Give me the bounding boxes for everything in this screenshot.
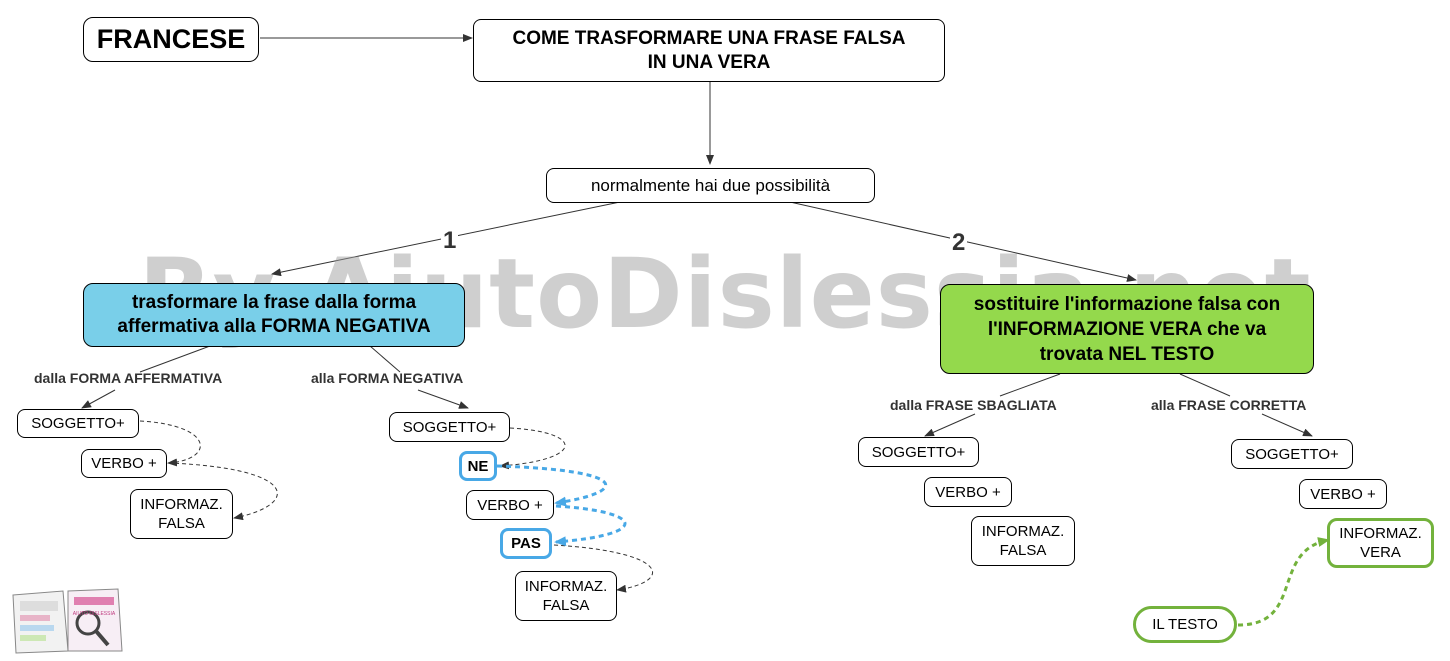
node-title[interactable]: COME TRASFORMARE UNA FRASE FALSA IN UNA … — [473, 19, 945, 82]
node-n-verbo[interactable]: VERBO + — [466, 490, 554, 520]
link-alla2-soggetto — [1261, 413, 1313, 437]
node-n-ne[interactable]: NE — [459, 451, 497, 481]
node-possibilita[interactable]: normalmente hai due possibilità — [546, 168, 875, 203]
node-option2[interactable]: sostituire l'informazione falsa con l'IN… — [940, 284, 1314, 374]
node-francese[interactable]: FRANCESE — [83, 17, 259, 62]
seq-n4 — [553, 544, 654, 593]
logo-caption: AIUTO DISLESSIA — [73, 611, 116, 617]
label-dalla-frase-sbagliata: dalla FRASE SBAGLIATA — [890, 397, 1057, 413]
node-option1[interactable]: trasformare la frase dalla forma afferma… — [83, 283, 465, 347]
node-r-verbo[interactable]: VERBO + — [1299, 479, 1387, 509]
node-a-soggetto[interactable]: SOGGETTO+ — [17, 409, 139, 438]
node-a-verbo[interactable]: VERBO + — [81, 449, 167, 478]
seq-n1 — [499, 427, 566, 470]
label-alla-forma-negativa: alla FORMA NEGATIVA — [311, 370, 464, 386]
node-w-soggetto[interactable]: SOGGETTO+ — [858, 437, 979, 467]
label-dalla-forma-affermativa: dalla FORMA AFFERMATIVA — [34, 370, 223, 386]
seq-testo-vera — [1237, 537, 1330, 627]
label-alla-frase-corretta: alla FRASE CORRETTA — [1151, 397, 1307, 413]
node-r-soggetto[interactable]: SOGGETTO+ — [1231, 439, 1353, 469]
node-w-verbo[interactable]: VERBO + — [924, 477, 1012, 507]
aiutodislessia-logo: AIUTO DISLESSIA — [12, 588, 123, 654]
link-option2-alla — [1179, 373, 1231, 397]
link-option2-dalla — [999, 373, 1061, 397]
link-dalla2-soggetto — [924, 413, 976, 437]
label-two: 2 — [950, 229, 968, 257]
node-il-testo[interactable]: IL TESTO — [1133, 606, 1237, 643]
seq-a1 — [139, 420, 201, 467]
link-option1-dalla — [139, 345, 211, 373]
seq-verbo-pas — [554, 504, 627, 547]
node-n-pas[interactable]: PAS — [500, 528, 552, 559]
node-r-info[interactable]: INFORMAZ. VERA — [1327, 518, 1434, 568]
node-n-info[interactable]: INFORMAZ. FALSA — [515, 571, 617, 621]
link-dalla-soggetto — [81, 389, 116, 409]
link-option1-alla — [369, 345, 401, 373]
node-n-soggetto[interactable]: SOGGETTO+ — [389, 412, 510, 442]
node-w-info[interactable]: INFORMAZ. FALSA — [971, 516, 1075, 566]
node-a-info[interactable]: INFORMAZ. FALSA — [130, 489, 233, 539]
seq-a2 — [167, 462, 278, 521]
link-alla-soggetto — [417, 389, 469, 409]
seq-ne-verbo — [496, 464, 608, 507]
label-one: 1 — [441, 227, 459, 255]
